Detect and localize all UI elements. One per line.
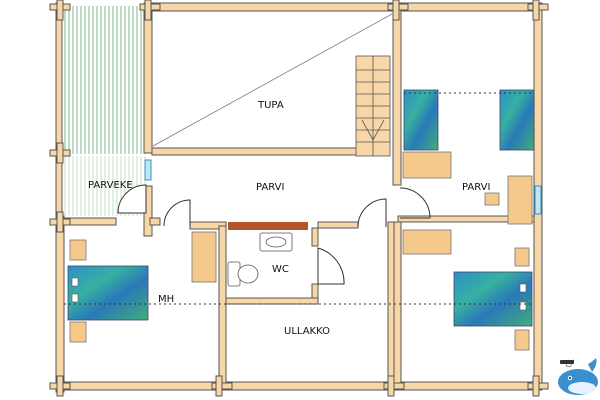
open-to-below-line <box>152 13 393 147</box>
sink-bowl <box>265 236 287 248</box>
bed <box>67 265 149 321</box>
beds <box>67 89 535 327</box>
pillows <box>71 277 527 311</box>
toilet-bowl <box>237 264 259 284</box>
whale-logo-icon <box>558 358 598 395</box>
room-label-parveke: PARVEKE <box>88 180 133 191</box>
roof-height-lines <box>64 92 534 305</box>
doors <box>117 184 431 285</box>
room-label-parvi-center: PARVI <box>256 182 284 193</box>
bed <box>499 89 535 151</box>
room-label-tupa: TUPA <box>257 100 284 111</box>
bed <box>453 271 533 327</box>
balcony-floor <box>58 6 146 154</box>
wc-counter <box>228 222 308 230</box>
window-marks <box>144 159 542 215</box>
staircase <box>355 55 391 157</box>
room-label-mh: MH <box>158 294 174 305</box>
furniture <box>69 151 533 351</box>
room-label-parvi-right: PARVI <box>462 182 490 193</box>
log-corners <box>49 0 549 397</box>
room-label-ullakko: ULLAKKO <box>284 326 330 337</box>
room-label-wc: WC <box>272 264 289 275</box>
bed <box>403 89 439 151</box>
